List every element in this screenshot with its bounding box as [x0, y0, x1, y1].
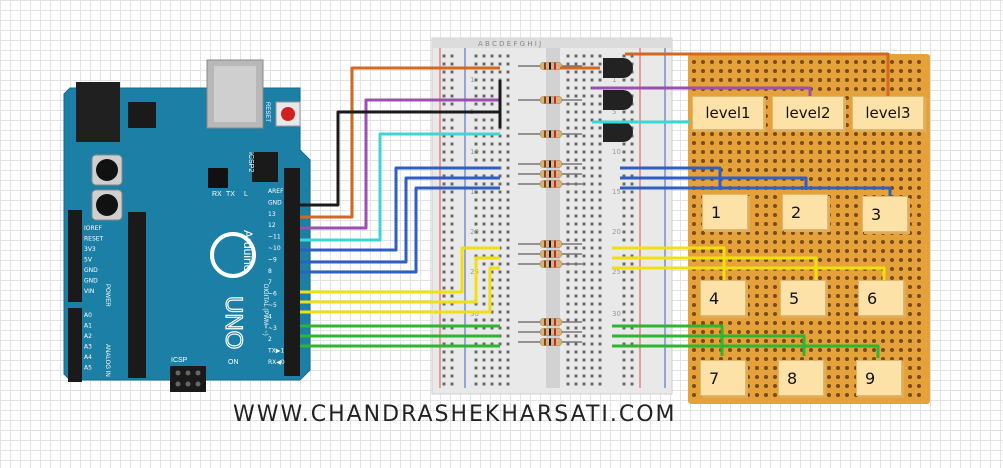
bb-col-letters: A B C D E F G H I J: [478, 40, 541, 48]
pad-5[interactable]: 5: [780, 280, 826, 316]
pin-label: A0: [84, 312, 92, 319]
level1-button[interactable]: level1: [692, 96, 764, 130]
wire-yellow-2: [300, 256, 818, 304]
level3-button[interactable]: level3: [852, 96, 924, 130]
wire-green-3: [300, 344, 880, 358]
pin-label: A1: [84, 323, 92, 330]
bb-row-number: 30: [612, 310, 621, 318]
pin-label: ~11: [268, 234, 281, 241]
pad-9[interactable]: 9: [856, 360, 902, 396]
arduino-logo-icon: [210, 232, 256, 278]
reset-button[interactable]: [281, 107, 295, 121]
bb-row-number: 1: [470, 76, 474, 84]
bb-row-number: 15: [612, 188, 621, 196]
pin-label: 2: [268, 336, 272, 343]
bb-row-number: 1: [612, 76, 616, 84]
pin-label: ~6: [268, 291, 277, 298]
pin-label: 7: [268, 279, 272, 286]
bb-row-number: 10: [470, 148, 479, 156]
analog-label: ANALOG IN: [104, 344, 110, 377]
bb-row-number: 10: [612, 148, 621, 156]
wires: [300, 52, 892, 358]
pin-label: ~3: [268, 325, 277, 332]
pin-label: ~5: [268, 302, 277, 309]
pin-label: 3V3: [84, 246, 96, 253]
power-header: [68, 210, 82, 302]
icsp-header: [170, 366, 206, 392]
transistors: [603, 58, 633, 142]
pin-label: RX◀0: [268, 359, 285, 366]
pin-label: A2: [84, 333, 92, 340]
transistor-q1: [603, 58, 633, 78]
pad-1[interactable]: 1: [702, 194, 748, 230]
on-label: ON: [228, 359, 239, 366]
arduino-board: RESET ICSP ICSP2 TX RX L ON Arduino UNO …: [63, 59, 311, 392]
brand-text: Arduino: [241, 230, 255, 272]
power-jack: [76, 82, 120, 142]
icsp-label: ICSP: [171, 357, 188, 364]
pin-label: A5: [84, 365, 92, 372]
pin-label: GND: [84, 278, 98, 285]
wire-blue-3: [300, 186, 892, 274]
transistor-q2: [603, 90, 633, 110]
pin-label: 12: [268, 222, 276, 229]
pad-2[interactable]: 2: [782, 194, 828, 230]
reset-label: RESET: [264, 102, 270, 122]
pin-label: 5V: [84, 257, 93, 264]
bb-row-number: 30: [470, 310, 479, 318]
wire-cyan: [300, 120, 690, 242]
bb-row-number: 15: [470, 188, 479, 196]
footer-url: WWW.CHANDRASHEKHARSATI.COM: [233, 402, 677, 427]
analog-header: [68, 308, 82, 382]
wire-orange: [300, 52, 890, 219]
pin-label: A4: [84, 354, 92, 361]
bb-row-number: 25: [470, 268, 479, 276]
digital-header: [284, 168, 300, 376]
digital-label: DIGITAL (PWM= ~): [262, 284, 268, 336]
pin-label: 4: [268, 313, 272, 320]
pin-label: TX▶1: [267, 348, 284, 355]
power-label: POWER: [104, 284, 110, 307]
pin-label: GND: [268, 199, 282, 206]
transistor-q3: [603, 122, 633, 142]
level2-button[interactable]: level2: [772, 96, 844, 130]
pin-label: RESET: [84, 236, 104, 243]
pin-label: A3: [84, 344, 92, 351]
wire-green-2: [300, 334, 806, 356]
uno-logo: UNO: [220, 296, 247, 349]
pad-3[interactable]: 3: [862, 196, 908, 232]
atmega-chip: [128, 212, 146, 378]
pad-6[interactable]: 6: [858, 280, 904, 316]
resistors: [518, 62, 582, 346]
wire-blue-2: [300, 176, 808, 264]
wire-blue-1: [300, 166, 722, 252]
wire-yellow-3: [300, 266, 886, 314]
bb-row-number: 20: [470, 228, 479, 236]
pin-label: ~10: [268, 245, 281, 252]
bb-row-number: 25: [612, 268, 621, 276]
bb-row-number: 20: [612, 228, 621, 236]
icsp2-label: ICSP2: [247, 152, 254, 172]
pad-4[interactable]: 4: [700, 280, 746, 316]
pad-7[interactable]: 7: [700, 360, 746, 396]
l-label: L: [244, 191, 248, 198]
pin-label: GND: [84, 267, 98, 274]
pin-label: IOREF: [84, 225, 102, 232]
tx-label: TX: [226, 191, 235, 198]
pin-label: VIN: [84, 288, 94, 295]
pad-8[interactable]: 8: [778, 360, 824, 396]
pin-label: 8: [268, 268, 272, 275]
bb-row-number: 5: [612, 108, 616, 116]
pin-label: 13: [268, 211, 276, 218]
pin-label: AREF: [268, 188, 284, 195]
pin-label: ~9: [268, 256, 277, 263]
wire-black: [300, 80, 502, 207]
rx-label: RX: [212, 191, 222, 198]
